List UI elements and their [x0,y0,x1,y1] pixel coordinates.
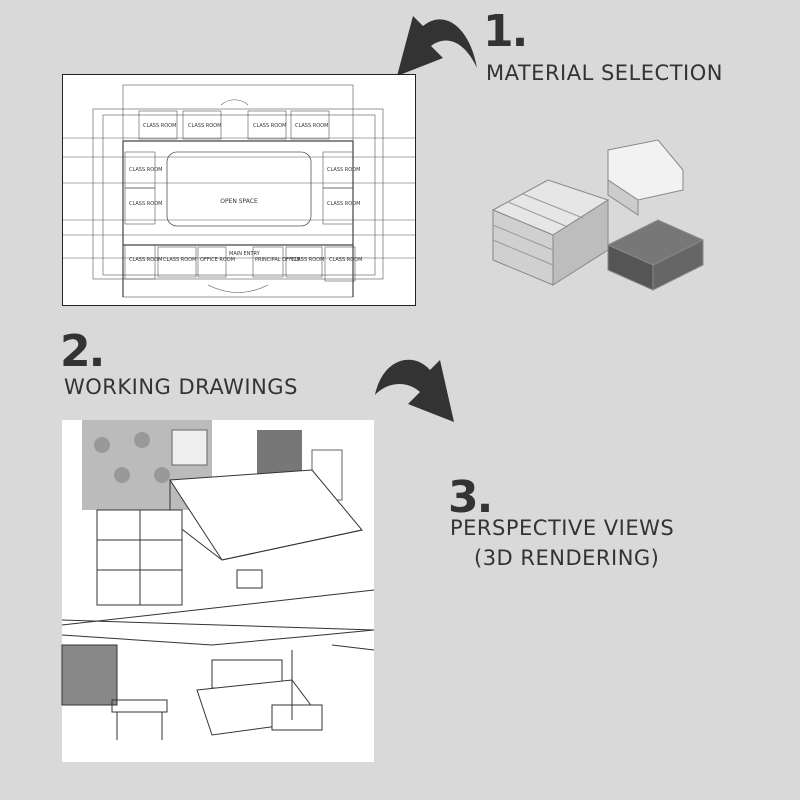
room-label: CLASS ROOM [253,123,286,129]
room-label: CLASS ROOM [295,123,328,129]
step-2-label: WORKING DRAWINGS [64,375,298,399]
building-materials-illustration [491,139,705,291]
step-3-number: 3. [448,472,493,523]
floor-plan-drawing: OPEN SPACE CLASS ROOM CLASS ROOM CLASS R… [62,74,416,306]
step-3-sublabel: (3D RENDERING) [474,546,660,570]
room-label: CLASS ROOM [129,257,162,263]
principal-office-label: PRINCIPAL OFFICE [255,257,300,263]
interior-perspective-sketch [61,420,375,762]
step-1-label: MATERIAL SELECTION [486,61,723,85]
open-space-label: OPEN SPACE [220,198,258,205]
room-label: CLASS ROOM [327,201,360,207]
room-label: CLASS ROOM [291,257,324,263]
step-1-number: 1. [483,6,528,57]
office-room-label: OFFICE ROOM [200,257,235,263]
curved-arrow-icon [375,359,454,422]
step-3-label: PERSPECTIVE VIEWS [450,516,675,540]
room-label: CLASS ROOM [129,167,162,173]
room-label: CLASS ROOM [129,201,162,207]
main-entry-label: MAIN ENTRY [229,251,261,257]
room-label: CLASS ROOM [143,123,176,129]
room-label: CLASS ROOM [188,123,221,129]
curved-arrow-icon [397,16,477,76]
step-2-number: 2. [60,326,105,377]
room-label: CLASS ROOM [163,257,196,263]
room-label: CLASS ROOM [327,167,360,173]
room-label: CLASS ROOM [329,257,362,263]
